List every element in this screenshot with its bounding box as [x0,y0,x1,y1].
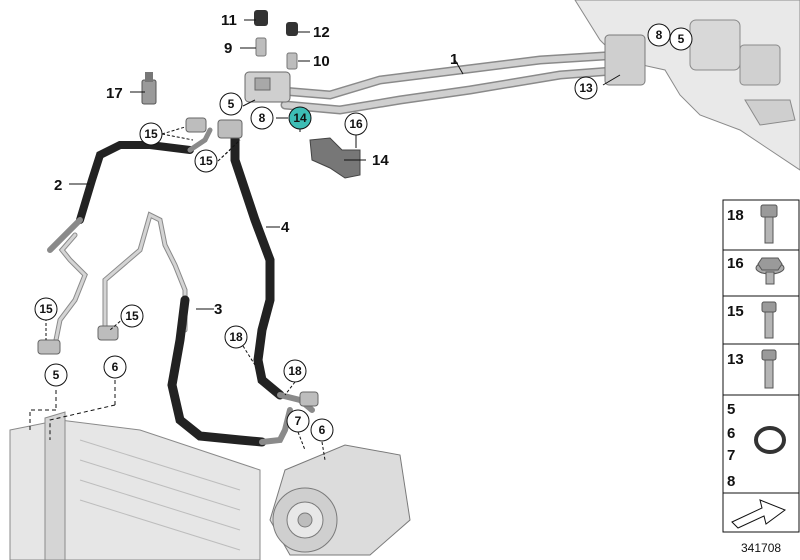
svg-text:17: 17 [106,85,123,102]
callout-9: 9 [224,40,232,57]
legend-row-15: 15 [727,301,777,339]
holder-bracket-16 [309,137,361,179]
svg-text:5: 5 [228,97,235,111]
document-number: 341708 [741,541,781,555]
svg-text:6: 6 [727,425,735,442]
svg-text:1: 1 [450,51,458,68]
svg-text:16: 16 [727,255,744,272]
callout-circle-6-bottom: 6 [310,418,334,442]
bolt-icon [760,204,778,244]
callout-1: 1 [450,51,458,68]
svg-text:8: 8 [727,473,735,490]
svg-text:18: 18 [727,207,744,224]
svg-text:2: 2 [54,177,62,194]
callout-circle-7: 7 [286,409,310,433]
callout-4: 4 [281,219,290,236]
svg-text:4: 4 [281,219,290,236]
screw-icon [761,301,777,339]
callout-11: 11 [221,12,237,29]
callout-circle-18-b: 18 [283,359,307,383]
svg-text:6: 6 [112,360,119,374]
legend-row-seals: 5 6 7 8 [727,401,786,490]
callout-3: 3 [214,301,222,318]
condenser [9,411,261,560]
svg-text:7: 7 [295,414,302,428]
svg-text:9: 9 [224,40,232,57]
callout-circle-5-top: 5 [219,92,243,116]
svg-text:7: 7 [727,447,735,464]
legend-row-16: 16 [727,255,785,285]
legend-row-18: 18 [727,204,778,244]
callout-circle-15-b: 15 [194,149,218,173]
arrow-icon [731,499,787,529]
hose-line-4 [217,119,319,413]
callout-circle-5-left: 5 [44,363,68,387]
callout-circle-14-highlight: 14 [288,106,312,130]
callout-circle-8-top: 8 [250,106,274,130]
svg-text:15: 15 [727,303,744,320]
svg-text:14: 14 [372,152,389,169]
cap-part-12 [286,22,298,36]
hose-line-3 [97,211,293,447]
svg-text:15: 15 [144,127,158,141]
svg-text:12: 12 [313,24,330,41]
valve-part-9 [255,37,267,57]
svg-text:8: 8 [656,28,663,42]
svg-text:15: 15 [199,154,213,168]
svg-text:18: 18 [288,364,302,378]
svg-text:8: 8 [259,111,266,125]
cap-part-11 [254,10,268,26]
callout-circle-15-c: 15 [34,297,58,321]
highlight-circle [288,106,312,130]
callout-circle-16: 16 [344,112,368,136]
nut-washer-icon [755,257,785,285]
callout-circle-8-right: 8 [647,23,671,47]
hose-line-2 [37,117,213,355]
svg-text:11: 11 [221,12,237,29]
callout-circle-18-a: 18 [224,325,248,349]
callout-10: 10 [313,53,330,70]
ac-compressor [269,444,411,556]
callout-12: 12 [313,24,330,41]
pipe-connector-block [244,71,291,103]
svg-text:5: 5 [678,32,685,46]
svg-text:3: 3 [214,301,222,318]
callout-circle-15-a: 15 [139,122,163,146]
pipe-line-1 [265,34,646,115]
svg-text:13: 13 [727,351,744,368]
svg-text:16: 16 [349,117,363,131]
svg-text:5: 5 [53,368,60,382]
callout-circle-13: 13 [574,76,598,100]
callout-circle-6-left: 6 [103,355,127,379]
callout-14-plain: 14 [372,152,389,169]
svg-text:10: 10 [313,53,330,70]
callout-circle-15-d: 15 [120,304,144,328]
svg-text:15: 15 [125,309,139,323]
o-ring-icon [754,426,786,454]
screw-icon [761,349,777,389]
valve-part-10 [286,52,298,70]
callout-2: 2 [54,177,62,194]
svg-text:5: 5 [727,401,735,418]
svg-text:14: 14 [293,111,307,125]
hardware-legend: 18 16 15 13 [722,199,800,533]
pressure-sensor-17 [141,72,157,105]
callout-circle-5-right: 5 [669,27,693,51]
svg-text:6: 6 [319,423,326,437]
svg-text:18: 18 [229,330,243,344]
svg-text:15: 15 [39,302,53,316]
callout-17: 17 [106,85,123,102]
legend-row-13: 13 [727,349,777,389]
svg-text:13: 13 [579,81,593,95]
